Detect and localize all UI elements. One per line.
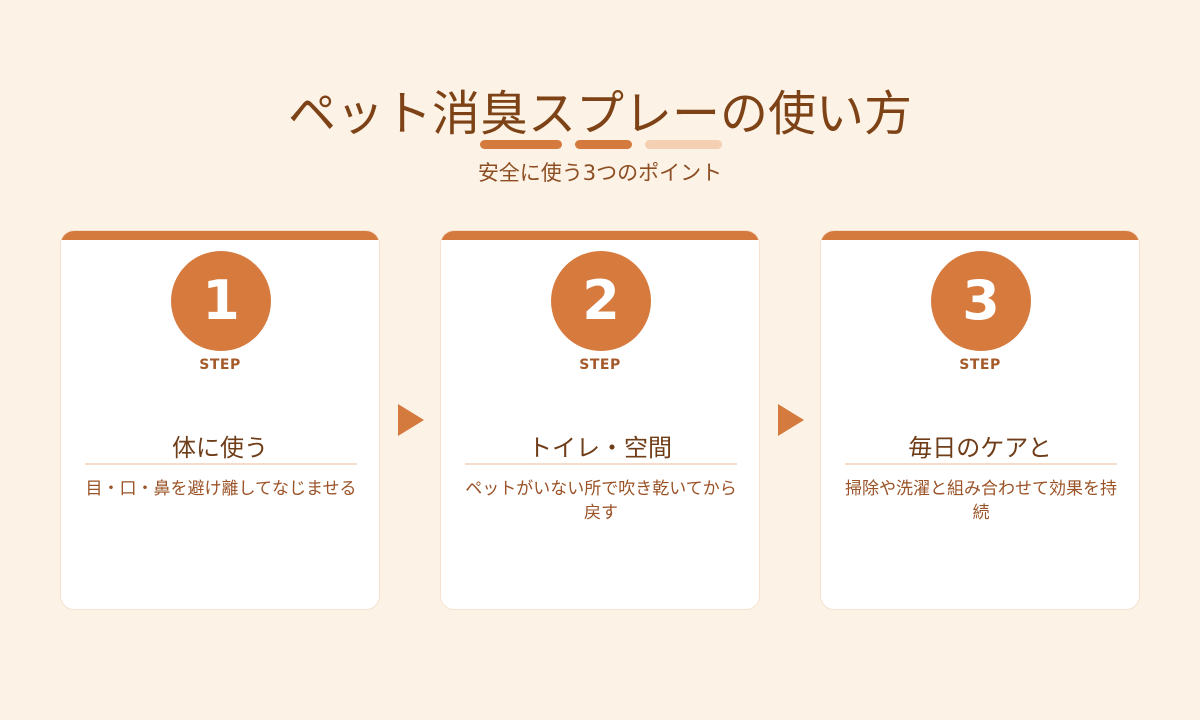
title-decoration-bar bbox=[480, 140, 562, 149]
step-card-2: 2 STEP トイレ・空間 ペットがいない所で吹き乾いてから戻す bbox=[440, 230, 760, 610]
card-divider bbox=[85, 463, 357, 465]
step-label: STEP bbox=[959, 357, 1001, 373]
title-decoration-bar bbox=[575, 140, 632, 149]
step-title: 体に使う bbox=[172, 434, 268, 462]
step-card-3: 3 STEP 毎日のケアと 掃除や洗濯と組み合わせて効果を持続 bbox=[820, 230, 1140, 610]
step-label: STEP bbox=[199, 357, 241, 373]
title-decoration-bar bbox=[645, 140, 722, 149]
arrow-right-icon bbox=[398, 404, 424, 436]
step-number-badge: 2 bbox=[551, 251, 651, 351]
arrow-right-icon bbox=[778, 404, 804, 436]
page-subtitle: 安全に使う3つのポイント bbox=[477, 161, 723, 185]
card-divider bbox=[465, 463, 737, 465]
step-title: 毎日のケアと bbox=[908, 434, 1052, 462]
step-title: トイレ・空間 bbox=[528, 434, 672, 462]
page-title: ペット消臭スプレーの使い方 bbox=[287, 86, 912, 142]
card-top-bar bbox=[821, 231, 1139, 240]
step-description: 目・口・鼻を避け離してなじませる bbox=[85, 479, 357, 499]
step-number-badge: 1 bbox=[171, 251, 271, 351]
card-top-bar bbox=[61, 231, 379, 240]
card-top-bar bbox=[441, 231, 759, 240]
card-divider bbox=[845, 463, 1117, 465]
step-card-1: 1 STEP 体に使う 目・口・鼻を避け離してなじませる bbox=[60, 230, 380, 610]
step-description: 掃除や洗濯と組み合わせて効果を持続 bbox=[845, 479, 1117, 523]
step-label: STEP bbox=[579, 357, 621, 373]
step-description: ペットがいない所で吹き乾いてから戻す bbox=[465, 479, 737, 523]
step-number-badge: 3 bbox=[931, 251, 1031, 351]
